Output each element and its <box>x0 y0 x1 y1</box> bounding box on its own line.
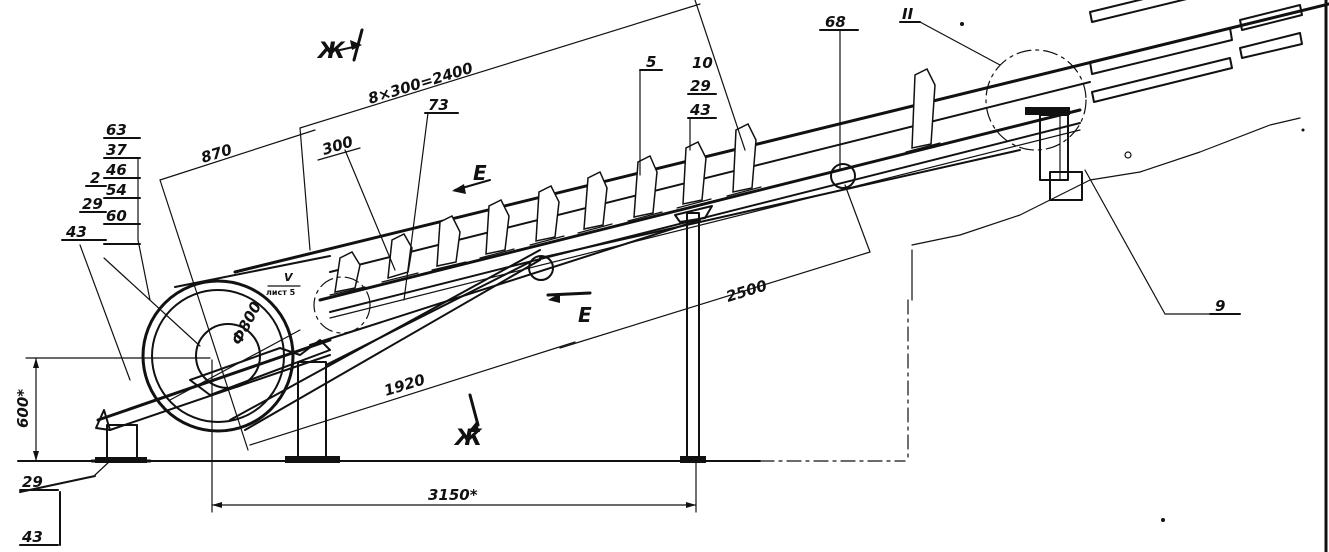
callout-63: 63 <box>106 121 127 139</box>
diag-strut-2 <box>325 261 531 366</box>
callout-43c: 43 <box>21 528 43 546</box>
detail-circle-v <box>313 276 371 334</box>
tail-frame-top <box>96 338 332 422</box>
callout-29c: 29 <box>22 473 43 491</box>
idler-6 <box>577 170 613 234</box>
idler-5 <box>529 184 565 246</box>
callout-5: 5 <box>646 53 656 71</box>
idler-3 <box>431 214 467 271</box>
leg-support-3 <box>1039 114 1069 181</box>
idlers <box>329 67 941 296</box>
dim-300: 300 <box>320 132 355 158</box>
callout-2: 2 <box>90 169 100 187</box>
rail-continuation <box>1089 0 1303 103</box>
leg-1-base <box>285 456 340 463</box>
section-e-bottom: Е <box>578 303 592 327</box>
section-zh-top: Ж <box>316 39 346 64</box>
section-e-top: Е <box>473 161 487 185</box>
callout-10: 10 <box>692 54 713 72</box>
dim-3150: 3150* <box>428 486 478 504</box>
leader-lines <box>79 21 1215 476</box>
pulley-outer <box>141 279 295 433</box>
leg-support-2 <box>686 212 700 462</box>
callout-II: II <box>902 5 914 23</box>
callout-underlines <box>19 21 1241 546</box>
callout-60: 60 <box>106 207 127 225</box>
leg-3-base <box>1049 171 1083 201</box>
callout-68: 68 <box>825 13 846 31</box>
arrow-3150-left <box>212 502 222 508</box>
callout-73: 73 <box>428 96 449 114</box>
return-roller-1 <box>528 255 554 281</box>
tail-frame-bottom <box>109 354 331 431</box>
section-zh-bottom: Ж <box>453 426 483 451</box>
dim-870: 870 <box>199 140 234 166</box>
view-mark-v: V <box>284 271 294 284</box>
dot-3 <box>1161 518 1165 522</box>
leg-2-head <box>674 205 713 223</box>
dimension-lines <box>25 0 871 513</box>
pulley-inner <box>151 289 285 423</box>
idler-4 <box>479 198 515 259</box>
arrow-600-bottom <box>33 451 39 461</box>
belt-return-lower <box>244 259 541 431</box>
callout-46: 46 <box>105 161 127 179</box>
callout-43a: 43 <box>65 223 87 241</box>
section-arrows <box>339 28 592 432</box>
dot-2 <box>1124 151 1132 159</box>
dot-1 <box>960 22 964 26</box>
dot-4 <box>1301 128 1305 132</box>
arrow-600-top <box>33 358 39 368</box>
frame-stringer-inner <box>329 129 1081 319</box>
idler-8 <box>676 140 712 209</box>
arrow-3150-right <box>686 502 696 508</box>
callout-54: 54 <box>106 181 127 199</box>
callout-9: 9 <box>1215 297 1225 315</box>
idler-7 <box>627 154 663 222</box>
diag-strut <box>309 219 701 346</box>
callout-29b: 29 <box>690 77 711 95</box>
leg-support-1 <box>297 361 327 463</box>
view-mark-sheet: лист 5 <box>266 288 296 297</box>
leg-2-base <box>680 456 706 463</box>
idler-9 <box>726 122 762 197</box>
tail-support-wedge <box>95 409 111 431</box>
callout-37: 37 <box>106 141 127 159</box>
idler-10 <box>905 67 941 153</box>
belt-return-upper <box>539 149 1021 259</box>
tail-base-plate-fill <box>95 457 147 463</box>
dim-2500: 2500 <box>724 276 769 305</box>
frame-stringer-top <box>318 108 1082 302</box>
return-roller-2 <box>830 163 856 189</box>
idler-1 <box>329 251 366 296</box>
leg-3-head <box>1025 107 1070 115</box>
callout-43b: 43 <box>689 101 711 119</box>
dim-diameter-800: Ф800 <box>228 299 266 348</box>
dim-600: 600* <box>14 389 32 428</box>
callout-29a: 29 <box>82 195 103 213</box>
detail-circle-ii <box>985 49 1087 151</box>
dim-8x300: 8×300=2400 <box>366 59 475 108</box>
